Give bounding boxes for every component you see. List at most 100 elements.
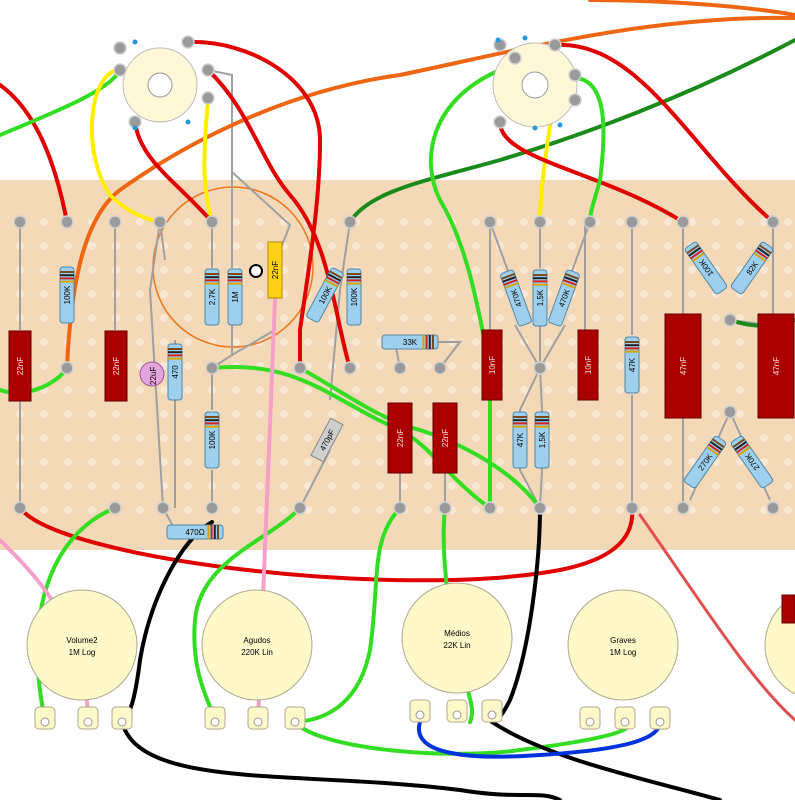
board-hole — [136, 314, 144, 322]
color-band — [758, 244, 772, 254]
color-band — [228, 276, 242, 279]
board-hole — [472, 218, 480, 226]
color-band — [625, 341, 639, 343]
black-wire — [120, 720, 562, 802]
board-hole — [280, 506, 288, 514]
board-hole — [88, 338, 96, 346]
board-hole — [376, 266, 384, 274]
board-hole — [784, 266, 792, 274]
board-hole — [712, 242, 720, 250]
board-hole — [352, 482, 360, 490]
color-band — [533, 283, 547, 286]
board-hole — [592, 434, 600, 442]
board-hole — [88, 434, 96, 442]
jack-hole — [521, 71, 549, 99]
marker-circle — [249, 264, 263, 278]
resistor-47k-a: 47K — [512, 411, 528, 469]
color-band — [205, 422, 219, 425]
board-hole — [592, 410, 600, 418]
capacitor-body — [387, 402, 413, 474]
solder-pad — [723, 313, 737, 327]
board-hole — [160, 434, 168, 442]
capacitor-value: 22nF — [271, 261, 280, 279]
capacitor-body — [481, 329, 503, 401]
board-hole — [232, 482, 240, 490]
solder-pad — [766, 501, 780, 515]
color-band — [533, 280, 547, 283]
board-hole — [400, 242, 408, 250]
board-hole — [232, 338, 240, 346]
board-hole — [592, 458, 600, 466]
board-hole — [616, 458, 624, 466]
pot-lug-hole — [40, 717, 50, 727]
solder-pad — [13, 501, 27, 515]
color-band — [428, 335, 431, 349]
board-hole — [352, 242, 360, 250]
color-band — [205, 273, 219, 275]
board-hole — [184, 242, 192, 250]
color-band — [168, 354, 182, 357]
board-hole — [592, 266, 600, 274]
pot-body — [401, 582, 513, 694]
board-hole — [736, 482, 744, 490]
board-hole — [568, 218, 576, 226]
color-band — [329, 270, 343, 279]
board-hole — [592, 290, 600, 298]
color-band — [60, 280, 74, 283]
board-hole — [496, 314, 504, 322]
color-band — [625, 350, 639, 353]
capacitor-10nf-b: 10nF — [577, 329, 599, 401]
board-hole — [640, 482, 648, 490]
board-hole — [256, 482, 264, 490]
board-hole — [736, 362, 744, 370]
board-hole — [280, 362, 288, 370]
board-hole — [568, 362, 576, 370]
board-hole — [568, 386, 576, 394]
jack-lug-dot — [532, 125, 538, 131]
board-hole — [784, 434, 792, 442]
capacitor-10nf-a: 10nF — [481, 329, 503, 401]
board-hole — [376, 434, 384, 442]
jack-right — [492, 42, 578, 128]
board-hole — [568, 338, 576, 346]
board-hole — [472, 482, 480, 490]
resistor-100k-c: 100K — [306, 267, 344, 323]
pot-lug-hole — [253, 717, 263, 727]
resistor-100k-e: 100K — [684, 241, 728, 295]
jack-lug-dot — [495, 37, 501, 43]
board-hole — [760, 506, 768, 514]
solder-pad — [568, 93, 582, 107]
solder-pad — [548, 38, 562, 52]
board-hole — [280, 458, 288, 466]
board-hole — [424, 314, 432, 322]
board-hole — [376, 290, 384, 298]
board-hole — [712, 218, 720, 226]
capacitor-value: 10nF — [488, 356, 497, 374]
capacitor-value: 22nF — [441, 429, 450, 447]
color-band — [425, 335, 428, 349]
board-hole — [472, 242, 480, 250]
board-hole — [496, 410, 504, 418]
board-hole — [160, 338, 168, 346]
board-hole — [40, 362, 48, 370]
board-hole — [424, 410, 432, 418]
resistor-270k-b: 270K — [730, 435, 774, 489]
capacitor-body — [757, 313, 795, 419]
solder-pad — [153, 215, 167, 229]
board-hole — [664, 218, 672, 226]
solder-pad — [13, 215, 27, 229]
pot-lug-hole — [415, 710, 425, 720]
board-hole — [352, 338, 360, 346]
board-hole — [664, 434, 672, 442]
board-hole — [544, 242, 552, 250]
board-hole — [616, 362, 624, 370]
color-band — [228, 279, 242, 282]
pot-lug-hole — [585, 717, 595, 727]
board-hole — [640, 458, 648, 466]
board-hole — [136, 386, 144, 394]
board-hole — [424, 482, 432, 490]
resistor-value: 47K — [628, 357, 637, 372]
jack-lug-dot — [557, 122, 563, 128]
solder-pad — [293, 501, 307, 515]
